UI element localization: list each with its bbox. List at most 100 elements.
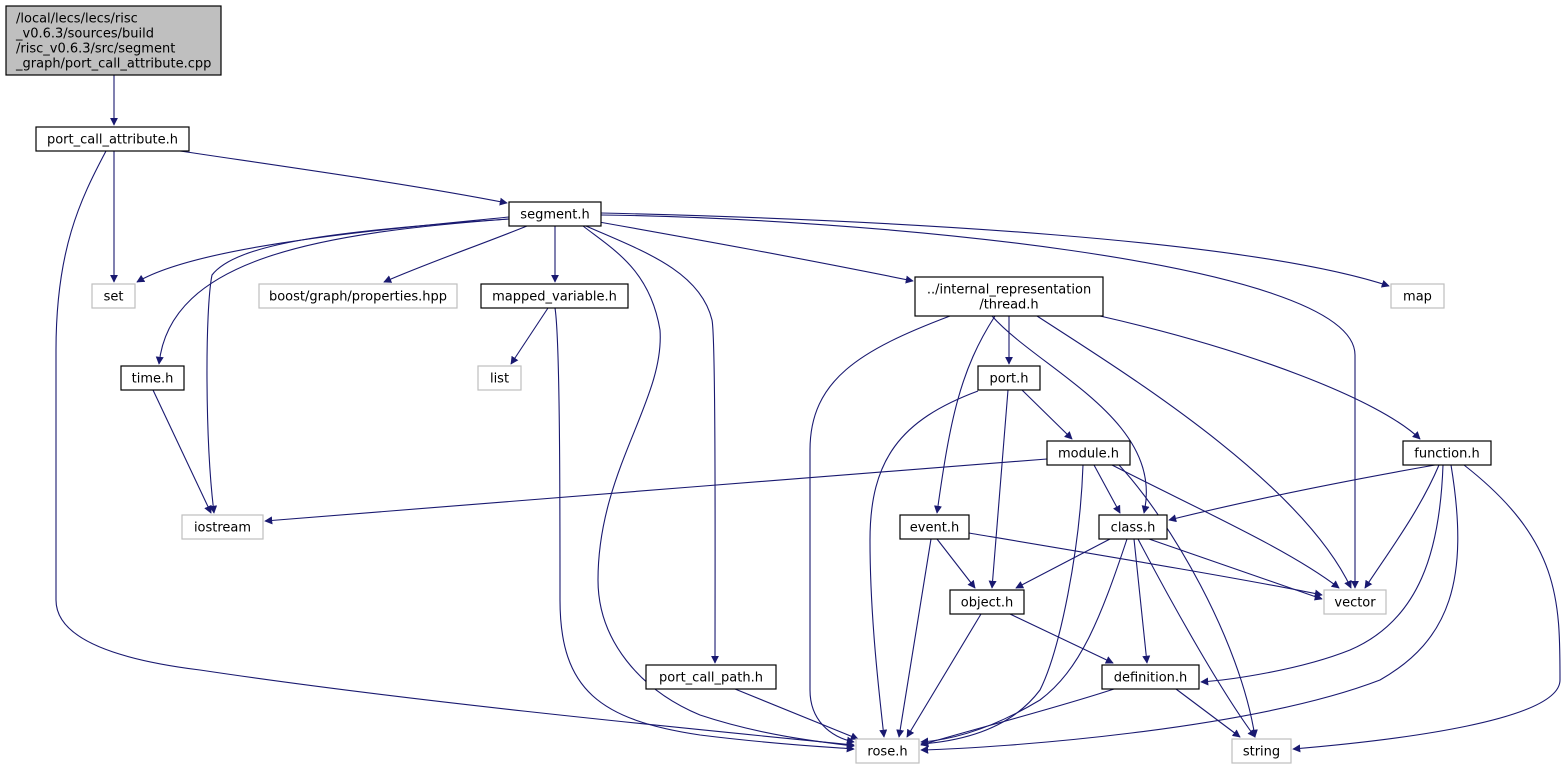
node-label: class.h	[1111, 521, 1156, 536]
node-box	[1402, 440, 1492, 466]
node-root[interactable]: /local/lecs/lecs/risc_v0.6.3/sources/bui…	[5, 5, 222, 76]
node-label: boost/graph/properties.hpp	[269, 290, 447, 305]
node-label: _v0.6.3/sources/build	[15, 27, 154, 42]
node-port-call-attribute-h[interactable]: port_call_attribute.h	[35, 126, 190, 152]
node-label: event.h	[910, 521, 959, 536]
node-label: /local/lecs/lecs/risc	[16, 12, 138, 27]
edge-module-h-to-class-h	[1093, 464, 1121, 514]
edge-class-h-to-object-h	[1015, 538, 1111, 589]
node-port-h[interactable]: port.h	[977, 365, 1041, 391]
node-string: string	[1231, 738, 1292, 764]
node-port-call-path-h[interactable]: port_call_path.h	[645, 664, 777, 690]
node-label: time.h	[132, 372, 174, 387]
edge-segment-h-to-vector	[600, 214, 1359, 589]
node-box	[5, 5, 222, 76]
node-box	[855, 738, 920, 764]
edge-port-call-attribute-h-to-segment-h	[179, 150, 508, 206]
node-label: port_call_path.h	[659, 671, 763, 686]
node-object-h[interactable]: object.h	[949, 589, 1025, 615]
node-box	[1098, 514, 1168, 540]
node-label: map	[1403, 290, 1432, 305]
node-box	[91, 283, 136, 309]
edge-mapped-variable-h-to-list	[510, 307, 549, 365]
edge-port-call-path-h-to-rose-h	[734, 688, 859, 740]
node-box	[1390, 283, 1445, 309]
node-boost-properties: boost/graph/properties.hpp	[258, 283, 458, 309]
node-rose-h: rose.h	[855, 738, 920, 764]
node-label: mapped_variable.h	[492, 290, 617, 305]
node-definition-h[interactable]: definition.h	[1101, 664, 1200, 690]
edge-class-h-to-string	[1137, 538, 1256, 738]
edge-segment-h-to-set	[136, 216, 510, 283]
edge-segment-h-to-thread-h	[598, 221, 914, 284]
node-set: set	[91, 283, 136, 309]
node-box	[480, 283, 629, 309]
node-label: set	[104, 290, 124, 305]
edge-port-h-to-module-h	[1021, 389, 1073, 440]
node-label: rose.h	[867, 745, 907, 760]
edge-segment-h-to-boost-properties	[383, 225, 528, 283]
node-mapped-variable-h[interactable]: mapped_variable.h	[480, 283, 629, 309]
node-label: /risc_v0.6.3/src/segment	[16, 42, 175, 57]
edge-module-h-to-iostream	[264, 458, 1048, 525]
node-thread-h[interactable]: ../internal_representation/thread.h	[914, 276, 1104, 317]
node-box	[477, 365, 522, 391]
node-label: /thread.h	[979, 298, 1038, 313]
edge-thread-h-to-rose-h	[809, 315, 951, 745]
edge-class-h-to-rose-h	[920, 538, 1128, 746]
edges-layer	[55, 75, 1561, 754]
edge-segment-h-to-port-call-path-h	[585, 225, 720, 664]
node-module-h[interactable]: module.h	[1046, 440, 1131, 466]
edge-object-h-to-rose-h	[906, 613, 982, 738]
edge-function-h-to-string	[1292, 464, 1561, 753]
edge-segment-h-to-rose-h	[582, 225, 855, 750]
node-box	[120, 365, 185, 391]
edge-event-h-to-rose-h	[896, 538, 932, 738]
node-iostream: iostream	[181, 514, 264, 540]
node-box	[914, 276, 1104, 317]
node-box	[181, 514, 264, 540]
edge-thread-h-to-class-h	[991, 315, 1150, 514]
node-label: vector	[1334, 596, 1376, 611]
edge-port-call-attribute-h-to-rose-h	[55, 150, 855, 749]
edge-event-h-to-vector	[968, 532, 1323, 598]
node-vector: vector	[1323, 589, 1387, 615]
edge-thread-h-to-event-h	[934, 315, 996, 514]
node-class-h[interactable]: class.h	[1098, 514, 1168, 540]
node-label: module.h	[1058, 447, 1119, 462]
edge-module-h-to-rose-h	[920, 464, 1084, 748]
node-label: ../internal_representation	[927, 283, 1091, 298]
node-event-h[interactable]: event.h	[899, 514, 970, 540]
edge-function-h-to-vector	[1364, 464, 1440, 589]
node-label: list	[490, 372, 509, 387]
node-time-h[interactable]: time.h	[120, 365, 185, 391]
node-box	[508, 201, 602, 227]
node-box	[1231, 738, 1292, 764]
node-list: list	[477, 365, 522, 391]
edge-function-h-to-class-h	[1168, 464, 1436, 523]
node-label: port_call_attribute.h	[47, 133, 178, 148]
edge-event-h-to-object-h	[936, 538, 976, 589]
node-box	[258, 283, 458, 309]
node-box	[1323, 589, 1387, 615]
edge-thread-h-to-function-h	[1099, 315, 1421, 440]
edge-module-h-to-vector	[1111, 464, 1340, 589]
node-box	[949, 589, 1025, 615]
edge-definition-h-to-rose-h	[920, 688, 1115, 747]
node-box	[977, 365, 1041, 391]
node-box	[1101, 664, 1200, 690]
node-box	[35, 126, 190, 152]
edge-object-h-to-definition-h	[1009, 613, 1114, 664]
node-label: function.h	[1414, 447, 1479, 462]
node-label: definition.h	[1114, 671, 1188, 686]
node-label: iostream	[194, 521, 251, 536]
edge-segment-h-to-time-h	[155, 218, 510, 365]
node-label: port.h	[989, 372, 1028, 387]
node-segment-h[interactable]: segment.h	[508, 201, 602, 227]
edge-function-h-to-rose-h	[920, 464, 1459, 754]
edge-segment-h-to-iostream	[206, 218, 510, 514]
edge-segment-h-to-map	[600, 212, 1390, 288]
node-function-h[interactable]: function.h	[1402, 440, 1492, 466]
edge-mapped-variable-h-to-rose-h	[554, 307, 855, 753]
